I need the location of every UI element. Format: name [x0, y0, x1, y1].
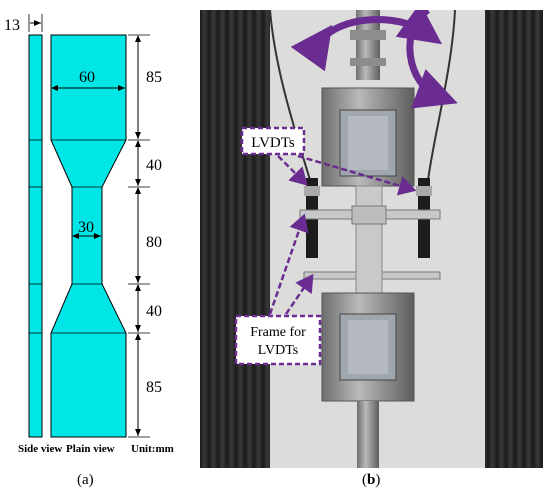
- length-dimension-line: [128, 34, 150, 438]
- rotation-arrow-vertical: [406, 10, 458, 109]
- thickness-dimension: 13: [4, 14, 43, 34]
- annotation-arrows: [268, 154, 417, 315]
- caption-b: (b): [362, 472, 381, 488]
- neck-width-dimension: 30: [72, 219, 101, 239]
- frame-label-box: [234, 314, 322, 366]
- left-curtain: [200, 10, 270, 468]
- length-label-taper-top: 40: [146, 157, 162, 174]
- specimen: [355, 185, 383, 297]
- lvdt-label: LVDTs: [251, 135, 295, 151]
- neck-width-label: 30: [78, 219, 94, 236]
- lvdt-label-box: [240, 126, 306, 156]
- side-view-label: Side view: [18, 443, 62, 455]
- thickness-label: 13: [4, 17, 20, 34]
- cables: [269, 10, 311, 181]
- width-dimension: 60: [51, 69, 125, 91]
- side-view-section-lines: [29, 139, 42, 334]
- width-label: 60: [79, 69, 95, 86]
- length-label-taper-bottom: 40: [146, 303, 162, 320]
- test-setup-photo: LVDTs Frame for LVDTs: [200, 10, 543, 468]
- frame-label-line2: LVDTs: [258, 343, 299, 358]
- length-label-gauge: 80: [146, 234, 162, 251]
- plain-view-section-lines: [51, 139, 126, 334]
- plain-view-label: Plain view: [66, 443, 115, 455]
- specimen-drawing: 13 60 30 85 40 80 40 85 Side view Plain …: [4, 14, 174, 455]
- length-label-top: 85: [146, 69, 162, 86]
- right-curtain: [485, 10, 543, 468]
- side-view-body: [28, 34, 43, 438]
- unit-label: Unit:mm: [131, 443, 174, 455]
- lower-actuator: [357, 401, 379, 468]
- length-label-bottom: 85: [146, 379, 162, 396]
- frame-label-line1: Frame for: [250, 325, 306, 340]
- caption-a: (a): [77, 472, 94, 488]
